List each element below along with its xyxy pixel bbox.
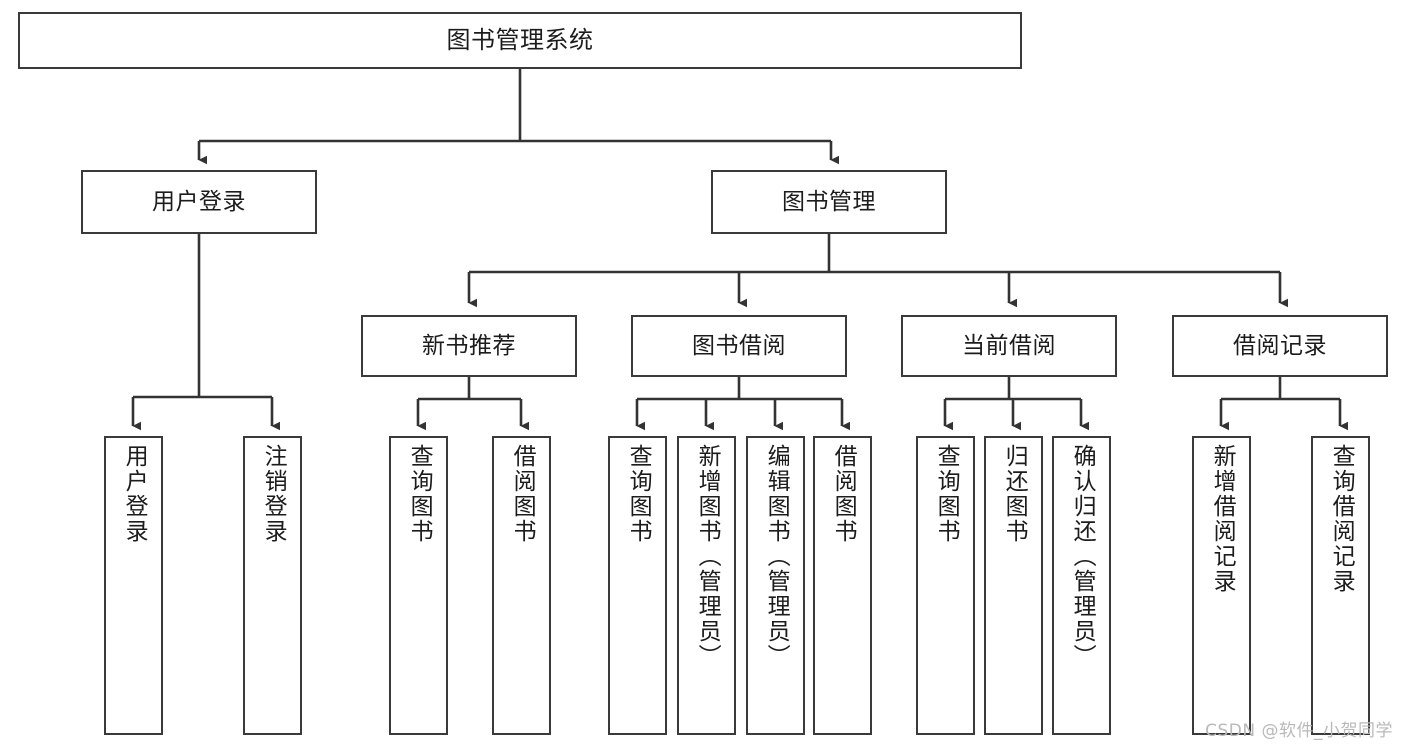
node-label: 图书管理系统: [446, 25, 594, 54]
node-label: 借阅图书: [509, 444, 536, 544]
node-leaf-edit-book-admin[interactable]: 编辑图书（管理员）: [746, 436, 805, 735]
node-label: 新增借阅记录: [1209, 444, 1236, 594]
node-label: 图书借阅: [692, 332, 786, 359]
node-label: 确认归还（管理员）: [1069, 444, 1096, 669]
node-label: 图书管理: [782, 188, 876, 215]
node-label: 新书推荐: [422, 332, 516, 359]
node-borrow-record[interactable]: 借阅记录: [1172, 315, 1388, 377]
node-leaf-add-book-admin[interactable]: 新增图书（管理员）: [677, 436, 736, 735]
node-label: 查询图书: [933, 444, 960, 544]
node-leaf-add-borrow-record[interactable]: 新增借阅记录: [1192, 436, 1251, 735]
node-label: 注销登录: [260, 444, 287, 544]
node-label: 当前借阅: [962, 332, 1056, 359]
node-leaf-logout[interactable]: 注销登录: [243, 436, 302, 735]
node-leaf-borrow-book-recommend[interactable]: 借阅图书: [492, 436, 551, 735]
node-label: 查询图书: [406, 444, 433, 544]
node-leaf-confirm-return-admin[interactable]: 确认归还（管理员）: [1052, 436, 1111, 735]
node-current-borrow[interactable]: 当前借阅: [901, 315, 1117, 377]
node-label: 借阅记录: [1233, 332, 1327, 359]
node-leaf-borrow-book[interactable]: 借阅图书: [813, 436, 872, 735]
node-label: 新增图书（管理员）: [694, 444, 721, 669]
node-label: 归还图书: [1001, 444, 1028, 544]
node-new-book-recommend[interactable]: 新书推荐: [361, 315, 577, 377]
node-book-borrow[interactable]: 图书借阅: [631, 315, 847, 377]
node-label: 查询借阅记录: [1328, 444, 1355, 594]
node-user-login[interactable]: 用户登录: [81, 170, 317, 234]
node-label: 借阅图书: [830, 444, 857, 544]
node-leaf-query-book-borrow[interactable]: 查询图书: [608, 436, 667, 735]
node-root-system[interactable]: 图书管理系统: [18, 12, 1022, 69]
node-label: 用户登录: [152, 188, 246, 215]
node-label: 用户登录: [121, 444, 148, 544]
node-book-management[interactable]: 图书管理: [711, 170, 947, 234]
node-leaf-user-login[interactable]: 用户登录: [104, 436, 163, 735]
node-label: 查询图书: [625, 444, 652, 544]
node-leaf-query-borrow-record[interactable]: 查询借阅记录: [1311, 436, 1370, 735]
node-leaf-query-book-recommend[interactable]: 查询图书: [389, 436, 448, 735]
node-leaf-return-book[interactable]: 归还图书: [984, 436, 1043, 735]
node-label: 编辑图书（管理员）: [763, 444, 790, 669]
node-leaf-query-book-current[interactable]: 查询图书: [916, 436, 975, 735]
watermark-text: CSDN @软件_小贺同学: [1205, 721, 1393, 741]
